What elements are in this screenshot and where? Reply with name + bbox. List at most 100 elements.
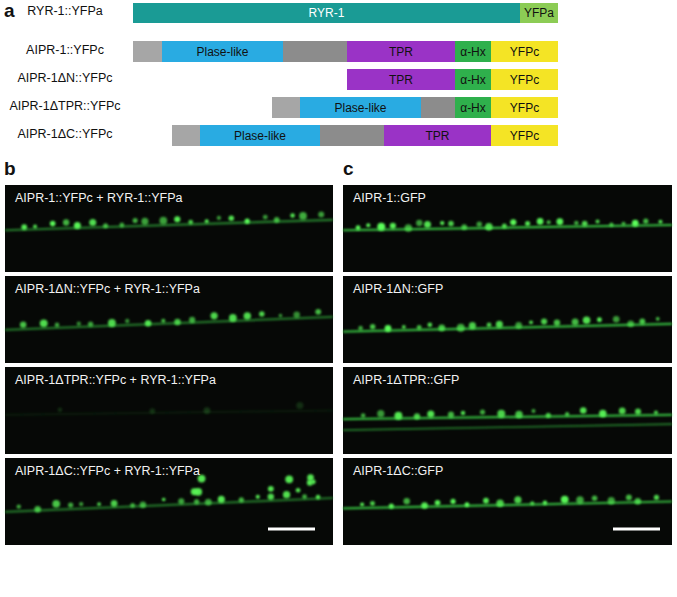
fluorescent-punctum: [140, 502, 146, 508]
construct-name: AIPR-1ΔC::YFPc: [0, 127, 130, 141]
domain-label: TPR: [389, 45, 413, 59]
fluorescent-punctum: [296, 402, 303, 409]
fluorescent-punctum: [63, 219, 69, 225]
fluorescent-punctum: [448, 221, 454, 227]
domain-label: YFPa: [524, 6, 554, 20]
fluorescent-punctum: [145, 320, 151, 326]
domain-label: Plase-like: [334, 101, 386, 115]
fluorescent-punctum: [245, 219, 250, 224]
fluorescent-punctum: [17, 504, 21, 508]
fluorescent-punctum: [626, 495, 632, 501]
fluorescent-punctum: [427, 322, 432, 327]
domain-label: α-Hx: [460, 101, 486, 115]
fluorescent-punctum: [596, 219, 600, 223]
fluorescent-punctum: [461, 224, 467, 230]
domain-segment: TPR: [347, 41, 455, 62]
fluorescent-punctum: [217, 216, 221, 220]
fluorescent-punctum: [88, 321, 93, 326]
fluorescent-punctum: [556, 218, 563, 225]
micrograph-panel: AIPR-1ΔTPR::YFPc + RYR-1::YFPa: [5, 367, 333, 454]
fluorescent-punctum: [457, 324, 465, 332]
micrograph-panel: AIPR-1::GFP: [343, 185, 672, 272]
fluorescent-punctum: [285, 475, 293, 483]
fluorescent-punctum: [465, 502, 470, 507]
fluorescent-punctum: [290, 213, 295, 218]
fluorescent-punctum: [487, 323, 492, 328]
linker-segment: [283, 41, 347, 62]
panel-label: AIPR-1ΔN::GFP: [353, 282, 443, 296]
fluorescent-punctum: [514, 496, 521, 503]
fluorescent-punctum: [55, 323, 60, 328]
domain-segment: α-Hx: [455, 97, 491, 118]
fluorescent-punctum: [525, 221, 530, 226]
fluorescent-punctum: [159, 217, 167, 225]
fluorescent-punctum: [293, 311, 300, 318]
panel-letter: a: [4, 0, 15, 22]
fluorescent-punctum: [580, 407, 587, 414]
fluorescent-punctum: [279, 314, 283, 318]
fluorescent-punctum: [643, 219, 648, 224]
fluorescent-punctum: [608, 497, 615, 504]
fluorescent-punctum: [635, 498, 641, 504]
fluorescent-punctum: [244, 312, 251, 319]
domain-segment: YFPc: [491, 41, 558, 62]
fluorescent-punctum: [358, 326, 363, 331]
fluorescent-punctum: [195, 488, 203, 496]
fluorescent-punctum: [268, 486, 274, 492]
fluorescent-punctum: [546, 413, 551, 418]
fluorescent-punctum: [356, 225, 361, 230]
fluorescent-punctum: [377, 223, 385, 231]
domain-label: YFPc: [510, 129, 539, 143]
domain-segment: Plase-like: [200, 125, 320, 146]
micrograph-panel: AIPR-1ΔN::YFPc + RYR-1::YFPa: [5, 276, 333, 363]
fluorescent-punctum: [150, 408, 156, 414]
fluorescent-punctum: [639, 318, 645, 324]
fluorescent-punctum: [299, 212, 307, 220]
nerve-cord: [343, 424, 672, 430]
domain-label: YFPc: [510, 73, 539, 87]
fluorescent-punctum: [274, 217, 280, 223]
domain-label: RYR-1: [309, 6, 345, 20]
fluorescent-punctum: [296, 488, 301, 493]
fluorescent-punctum: [619, 408, 626, 415]
fluorescent-punctum: [316, 495, 321, 500]
fluorescent-punctum: [609, 223, 613, 227]
fluorescent-punctum: [133, 218, 138, 223]
scale-bar: [268, 528, 315, 531]
micrograph-panel: AIPR-1ΔC::YFPc + RYR-1::YFPa: [5, 458, 333, 545]
fluorescent-punctum: [52, 500, 60, 508]
fluorescent-punctum: [632, 220, 639, 227]
fluorescent-punctum: [547, 220, 551, 224]
fluorescent-punctum: [583, 316, 591, 324]
fluorescent-punctum: [20, 321, 26, 327]
fluorescent-punctum: [572, 319, 579, 326]
domain-segment: TPR: [384, 125, 491, 146]
domain-segment: YFPc: [491, 97, 558, 118]
domain-segment: YFPc: [491, 125, 558, 146]
fluorescent-punctum: [161, 319, 165, 323]
domain-label: Plase-like: [234, 129, 286, 143]
domain-label: α-Hx: [460, 73, 486, 87]
fluorescent-punctum: [416, 220, 423, 227]
linker-segment: [272, 97, 300, 118]
fluorescent-punctum: [361, 413, 366, 418]
fluorescent-punctum: [480, 410, 485, 415]
panel-label: AIPR-1ΔTPR::GFP: [353, 373, 459, 387]
nerve-cord: [5, 498, 333, 512]
fluorescent-punctum: [421, 502, 428, 509]
fluorescent-punctum: [658, 220, 662, 224]
panel-label: AIPR-1ΔC::YFPc + RYR-1::YFPa: [15, 464, 200, 478]
fluorescent-punctum: [263, 215, 268, 220]
construct-name: AIPR-1::YFPc: [0, 43, 130, 57]
domain-segment: YFPc: [491, 69, 558, 90]
linker-segment: [133, 41, 162, 62]
fluorescent-punctum: [370, 324, 376, 330]
fluorescent-punctum: [592, 495, 598, 501]
fluorescent-punctum: [531, 409, 535, 413]
fluorescent-punctum: [427, 410, 434, 417]
fluorescent-punctum: [21, 224, 27, 230]
fluorescent-punctum: [318, 211, 324, 217]
fluorescent-punctum: [211, 312, 218, 319]
fluorescent-punctum: [543, 501, 547, 505]
